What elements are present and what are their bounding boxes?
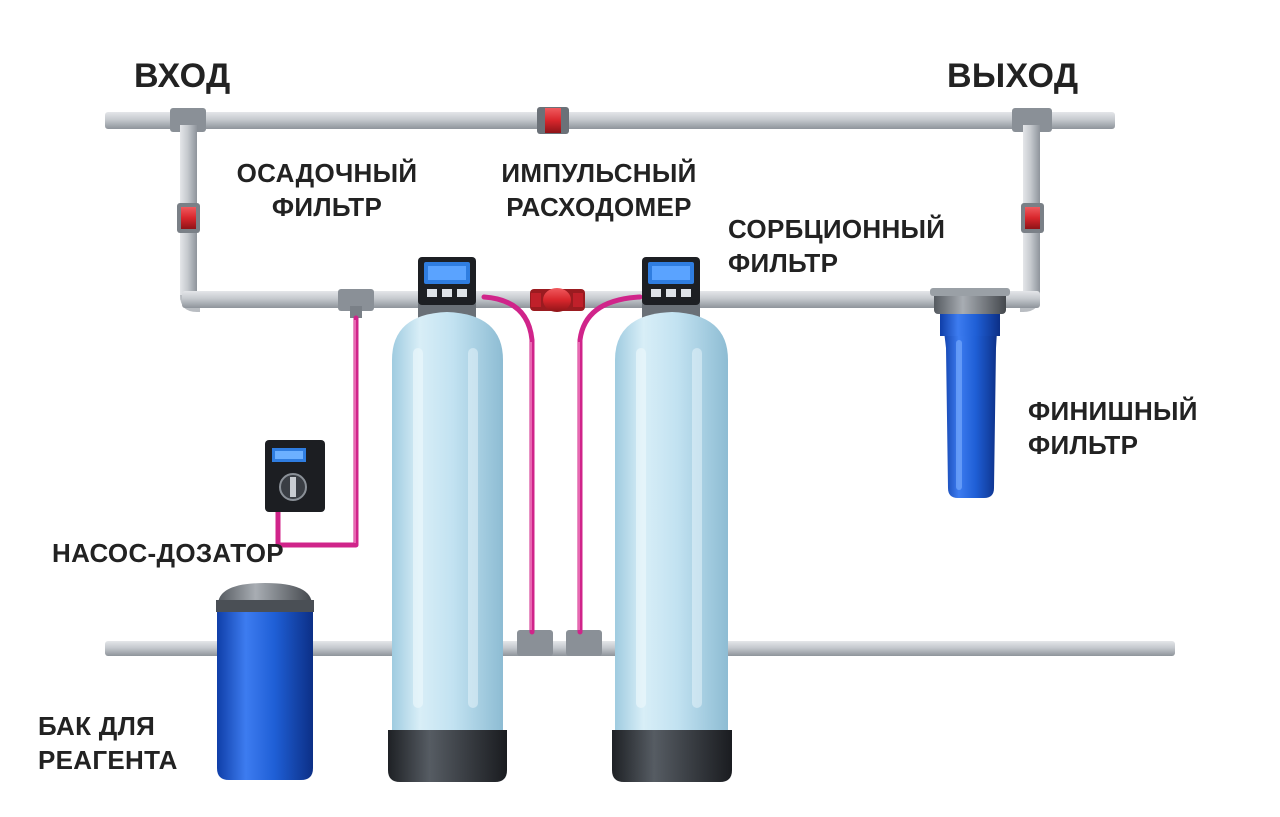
- finish-filter-label: ФИНИШНЫЙ ФИЛЬТР: [1028, 394, 1198, 462]
- inlet-bypass-pipe: [170, 108, 206, 312]
- sediment-filter-label-line2: ФИЛЬТР: [271, 192, 383, 222]
- sediment-filter-label-line1: ОСАДОЧНЫЙ: [236, 158, 418, 188]
- hose-highlights: [354, 320, 580, 630]
- finish-filter-housing: [930, 288, 1010, 498]
- sediment-filter-controller: [418, 257, 476, 305]
- outlet-label: ВЫХОД: [947, 57, 1079, 95]
- sediment-filter-tank: [388, 296, 507, 782]
- flowmeter-valve: [530, 288, 585, 312]
- pulse-flowmeter-label: ИМПУЛЬСНЫЙ РАСХОДОМЕР: [486, 156, 712, 224]
- dosing-pump: [265, 440, 325, 512]
- sorption-filter-label: СОРБЦИОННЫЙ ФИЛЬТР: [728, 212, 945, 280]
- dosing-pump-label: НАСОС-ДОЗАТОР: [52, 538, 284, 568]
- sorption-filter-label-line1: СОРБЦИОННЫЙ: [728, 214, 946, 244]
- reagent-tank-label-line2: РЕАГЕНТА: [38, 745, 178, 775]
- sorption-filter-controller: [642, 257, 700, 305]
- sorption-filter-label-line2: ФИЛЬТР: [728, 248, 839, 278]
- sediment-filter-label: ОСАДОЧНЫЙ ФИЛЬТР: [232, 156, 422, 224]
- reagent-tank-label: БАК ДЛЯ РЕАГЕНТА: [38, 709, 178, 777]
- reagent-tank: [216, 583, 314, 780]
- finish-filter-label-line1: ФИНИШНЫЙ: [1028, 396, 1198, 426]
- reagent-tank-label-line1: БАК ДЛЯ: [38, 711, 156, 741]
- top-main-pipe: [105, 107, 1115, 134]
- finish-filter-label-line2: ФИЛЬТР: [1028, 430, 1139, 460]
- pulse-flowmeter-label-line1: ИМПУЛЬСНЫЙ: [501, 158, 697, 188]
- sorption-filter-tank: [612, 296, 732, 782]
- outlet-bypass-pipe: [1012, 108, 1052, 312]
- control-hoses: [275, 294, 643, 635]
- middle-pipe: [182, 289, 1040, 318]
- inlet-label: ВХОД: [134, 57, 231, 95]
- pulse-flowmeter-label-line2: РАСХОДОМЕР: [506, 192, 692, 222]
